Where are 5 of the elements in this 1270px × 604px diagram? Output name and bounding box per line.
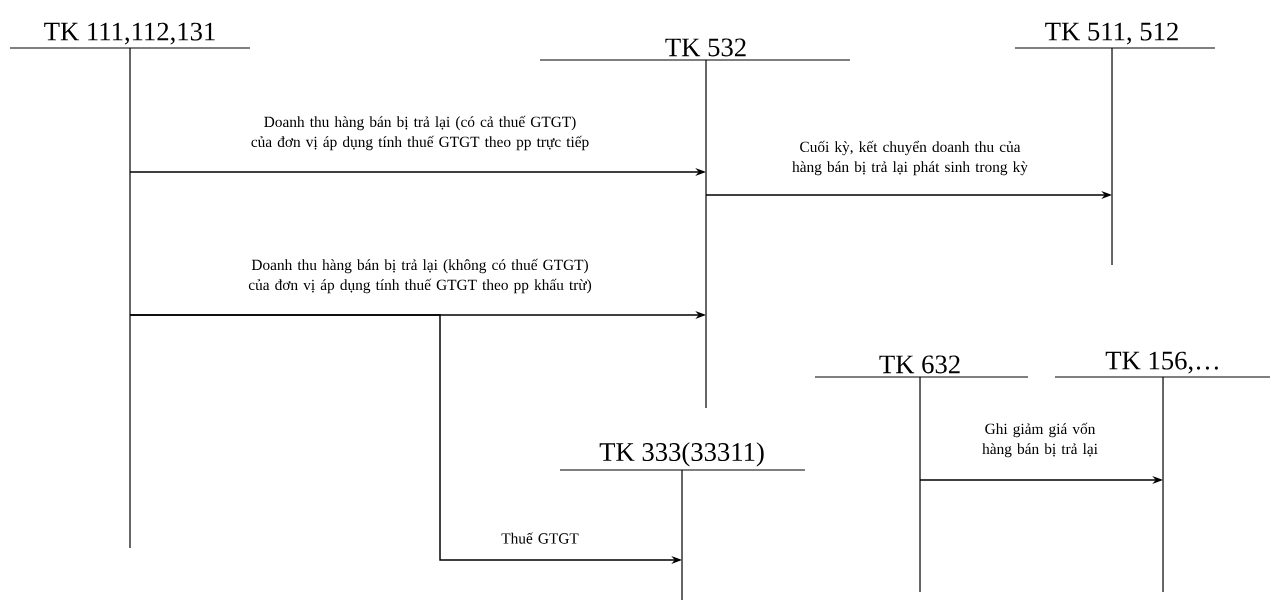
edge-label: Thuế GTGT [501, 532, 579, 544]
edge-label: Cuối kỳ, kết chuyển doanh thu của hàng bán bị trả lại phát sinh trong kỳ [792, 140, 1028, 176]
edge-label: Ghi giảm giá vốn hàng bán bị trả lại [982, 422, 1098, 458]
edge-label: Doanh thu hàng bán bị trả lại (không có thuế GTGT) của đơn vị áp dụng tính thuế GTGT theo pp khấu trừ) [248, 258, 592, 294]
edge-label: Doanh thu hàng bán bị trả lại (có cả thuế GTGT) của đơn vị áp dụng tính thuế GTGT theo pp trực tiếp [251, 115, 589, 151]
